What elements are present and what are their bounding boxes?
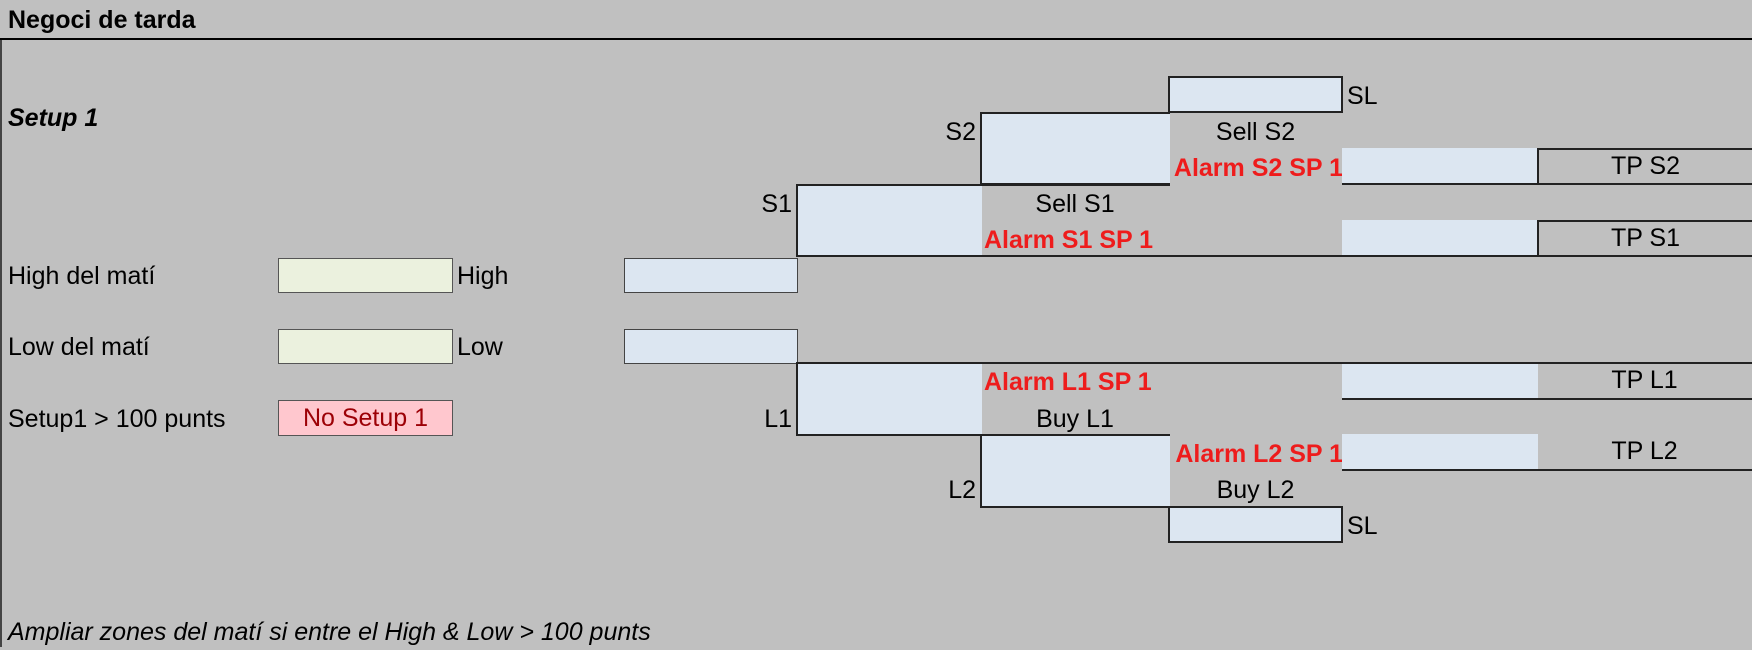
note-text: Ampliar zones del matí si entre el High … <box>8 618 651 646</box>
s2-label: S2 <box>945 118 976 146</box>
high-label: High del matí <box>8 262 156 290</box>
sell-s2-label: Sell S2 <box>1215 118 1296 146</box>
high-input-cell[interactable] <box>278 258 453 293</box>
tp-l1-label: TP L1 <box>1537 364 1752 400</box>
tp-s1-value-cell[interactable] <box>1342 220 1538 257</box>
s1-cell[interactable] <box>796 184 982 257</box>
s1-row-bottom-border <box>980 255 1342 257</box>
alarm-l1-label: Alarm L1 SP 1 <box>984 368 1152 396</box>
setup-status-cell[interactable]: No Setup 1 <box>278 400 453 436</box>
setup-heading: Setup 1 <box>8 104 99 132</box>
tp-l1-value-cell[interactable] <box>1342 364 1538 400</box>
s2-bottom-border <box>980 184 1170 186</box>
l2-label: L2 <box>948 476 976 504</box>
buy-l1-label: Buy L1 <box>1036 405 1114 433</box>
tp-s2-value-cell[interactable] <box>1342 148 1538 185</box>
tp-s1-label: TP S1 <box>1537 220 1752 257</box>
l1-cell[interactable] <box>796 364 982 436</box>
l2-cell[interactable] <box>980 434 1170 508</box>
low-value-cell[interactable] <box>624 329 798 364</box>
low-label: Low del matí <box>8 333 150 361</box>
tp-l2-value-cell[interactable] <box>1342 434 1538 471</box>
tp-l2-label: TP L2 <box>1537 434 1752 471</box>
sl-top-label: SL <box>1347 82 1378 110</box>
s2-cell[interactable] <box>980 112 1170 185</box>
sheet-left-edge <box>0 40 2 647</box>
setup-condition-label: Setup1 > 100 punts <box>8 405 226 433</box>
title-divider <box>0 38 1752 40</box>
l1-label: L1 <box>764 405 792 433</box>
low-tag: Low <box>457 333 503 361</box>
alarm-l2-label: Alarm L2 SP 1 <box>1175 440 1343 468</box>
sl-top-cell[interactable] <box>1168 76 1343 113</box>
l1-bottom-border <box>980 434 1170 436</box>
s1-label: S1 <box>761 190 792 218</box>
sl-bottom-label: SL <box>1347 512 1378 540</box>
high-value-cell[interactable] <box>624 258 798 293</box>
buy-top-border <box>796 362 1752 364</box>
sl-bottom-cell[interactable] <box>1168 506 1343 543</box>
low-input-cell[interactable] <box>278 329 453 364</box>
tp-s2-label: TP S2 <box>1537 148 1752 185</box>
alarm-s1-label: Alarm S1 SP 1 <box>984 226 1154 254</box>
alarm-s2-label: Alarm S2 SP 1 <box>1173 154 1343 182</box>
sheet-title: Negoci de tarda <box>8 6 196 34</box>
sell-s1-label: Sell S1 <box>1035 190 1115 218</box>
high-tag: High <box>457 262 509 290</box>
buy-l2-label: Buy L2 <box>1216 476 1295 504</box>
